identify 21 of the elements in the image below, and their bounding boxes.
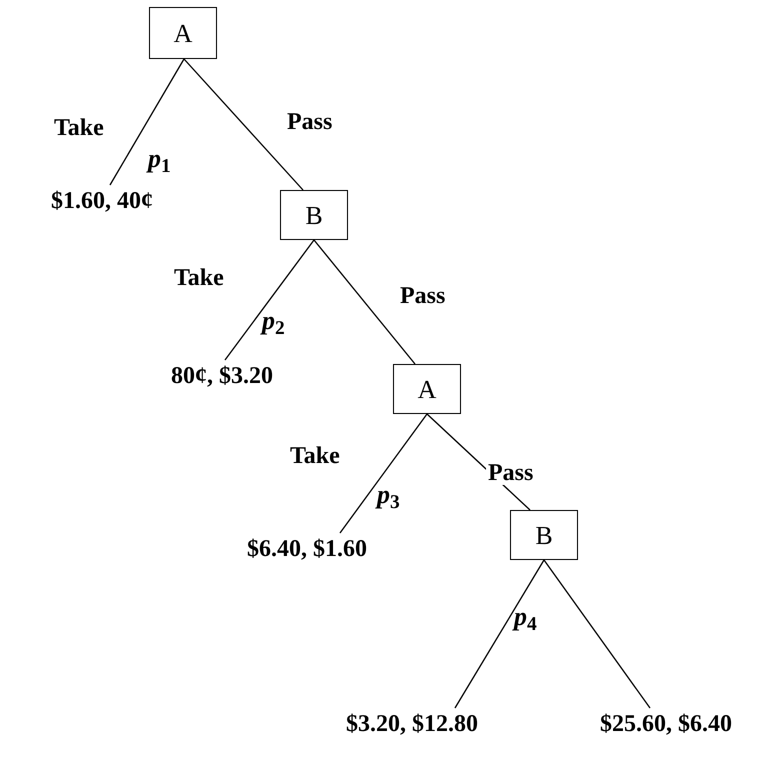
probability-label: p$_{2}$ xyxy=(262,308,285,334)
edge-label: Pass xyxy=(486,461,536,485)
tree-branch-line xyxy=(314,240,416,364)
probability-label: p$_{3}$ xyxy=(377,482,400,508)
tree-branch-line xyxy=(184,58,304,190)
player-box: A xyxy=(393,364,461,414)
payoff-text: $25.60, $6.40 xyxy=(568,708,764,740)
tree-branch-line xyxy=(339,414,428,534)
player-box: B xyxy=(280,190,348,240)
probability-label: p$_{1}$ xyxy=(148,146,171,172)
payoff-text: 80¢, $3.20 xyxy=(158,360,286,392)
player-box: A xyxy=(149,7,217,59)
tree-branch-line xyxy=(109,58,185,186)
payoff-text: $1.60, 40¢ xyxy=(40,185,164,217)
probability-label: p$_{4}$ xyxy=(514,604,537,630)
payoff-text: $3.20, $12.80 xyxy=(328,708,496,740)
tree-branch-line xyxy=(543,560,651,708)
tree-branch-line xyxy=(454,560,545,708)
payoff-text: $6.40, $1.60 xyxy=(226,533,388,565)
player-box: B xyxy=(510,510,578,560)
tree-branch-line xyxy=(224,240,315,360)
